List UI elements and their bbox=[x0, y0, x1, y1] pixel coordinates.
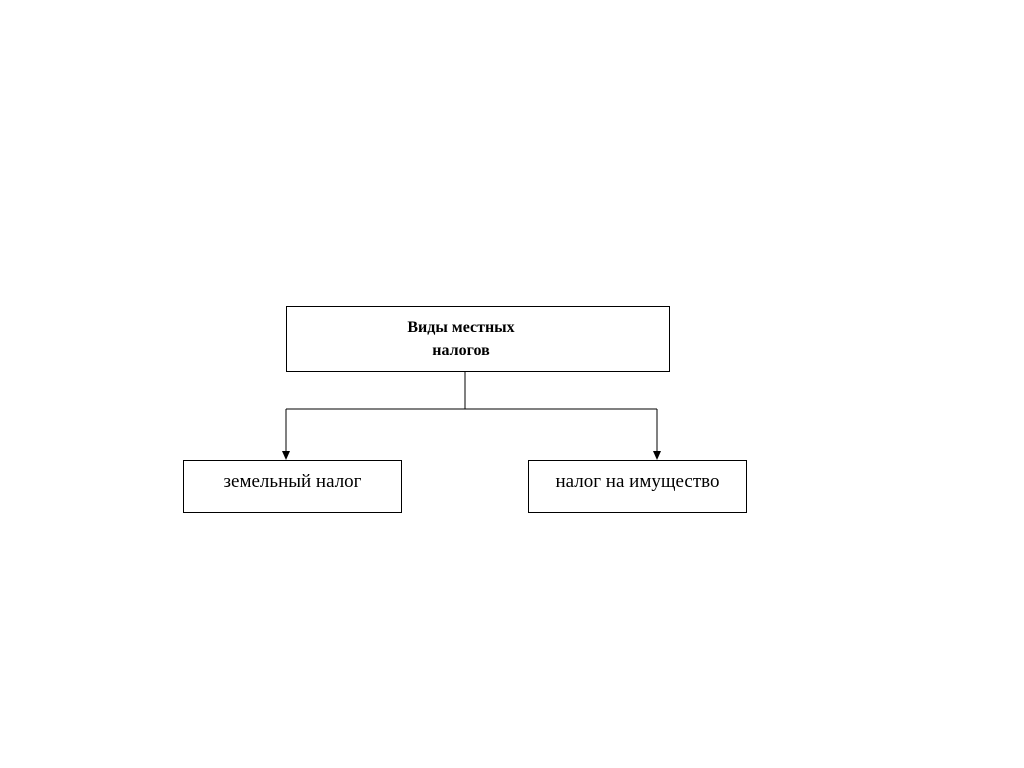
child-node-label-land-tax: земельный налог bbox=[223, 470, 362, 492]
root-node-box: Виды местных налогов bbox=[286, 306, 670, 372]
child-node-label-property-tax: налог на имущество bbox=[555, 470, 720, 492]
root-node-label: Виды местных налогов bbox=[407, 319, 515, 359]
left-arrowhead bbox=[282, 451, 290, 460]
child-node-land-tax: земельный налог bbox=[183, 460, 402, 513]
right-arrowhead bbox=[653, 451, 661, 460]
child-node-property-tax: налог на имущество bbox=[528, 460, 747, 513]
